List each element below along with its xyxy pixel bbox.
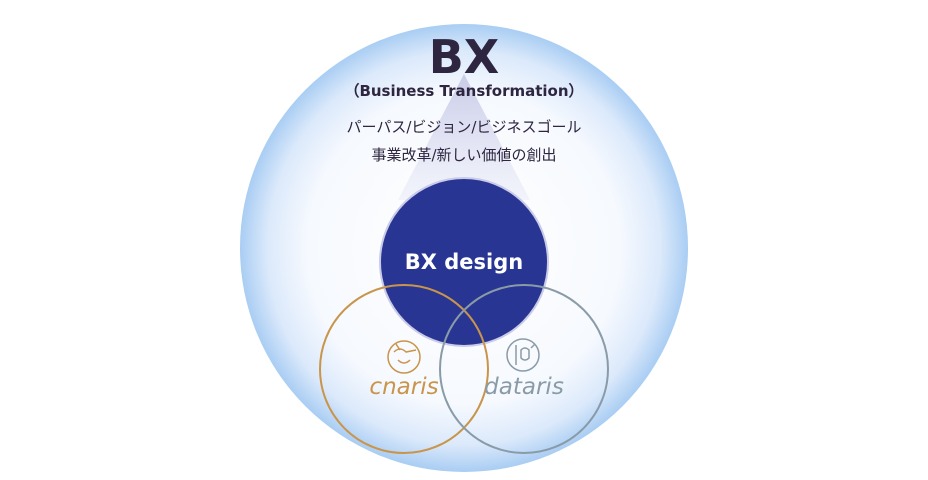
cnaris-logo-icon [387, 340, 421, 374]
cnaris-circle [319, 284, 489, 454]
purpose-text: パーパス/ビジョン/ビジネスゴール [346, 118, 582, 136]
bx-design-circle [379, 177, 549, 347]
bx-subtitle: （Business Transformation） [344, 82, 584, 100]
dataris-brand: dataris [484, 374, 564, 400]
bx-design-label: BX design [404, 250, 524, 274]
dataris-circle [439, 284, 609, 454]
value-text: 事業改革/新しい価値の創出 [371, 146, 557, 164]
bx-title: BX [428, 30, 500, 84]
cnaris-brand: cnaris [369, 374, 439, 400]
upward-arrow [398, 74, 530, 200]
dataris-logo-icon [506, 338, 540, 372]
